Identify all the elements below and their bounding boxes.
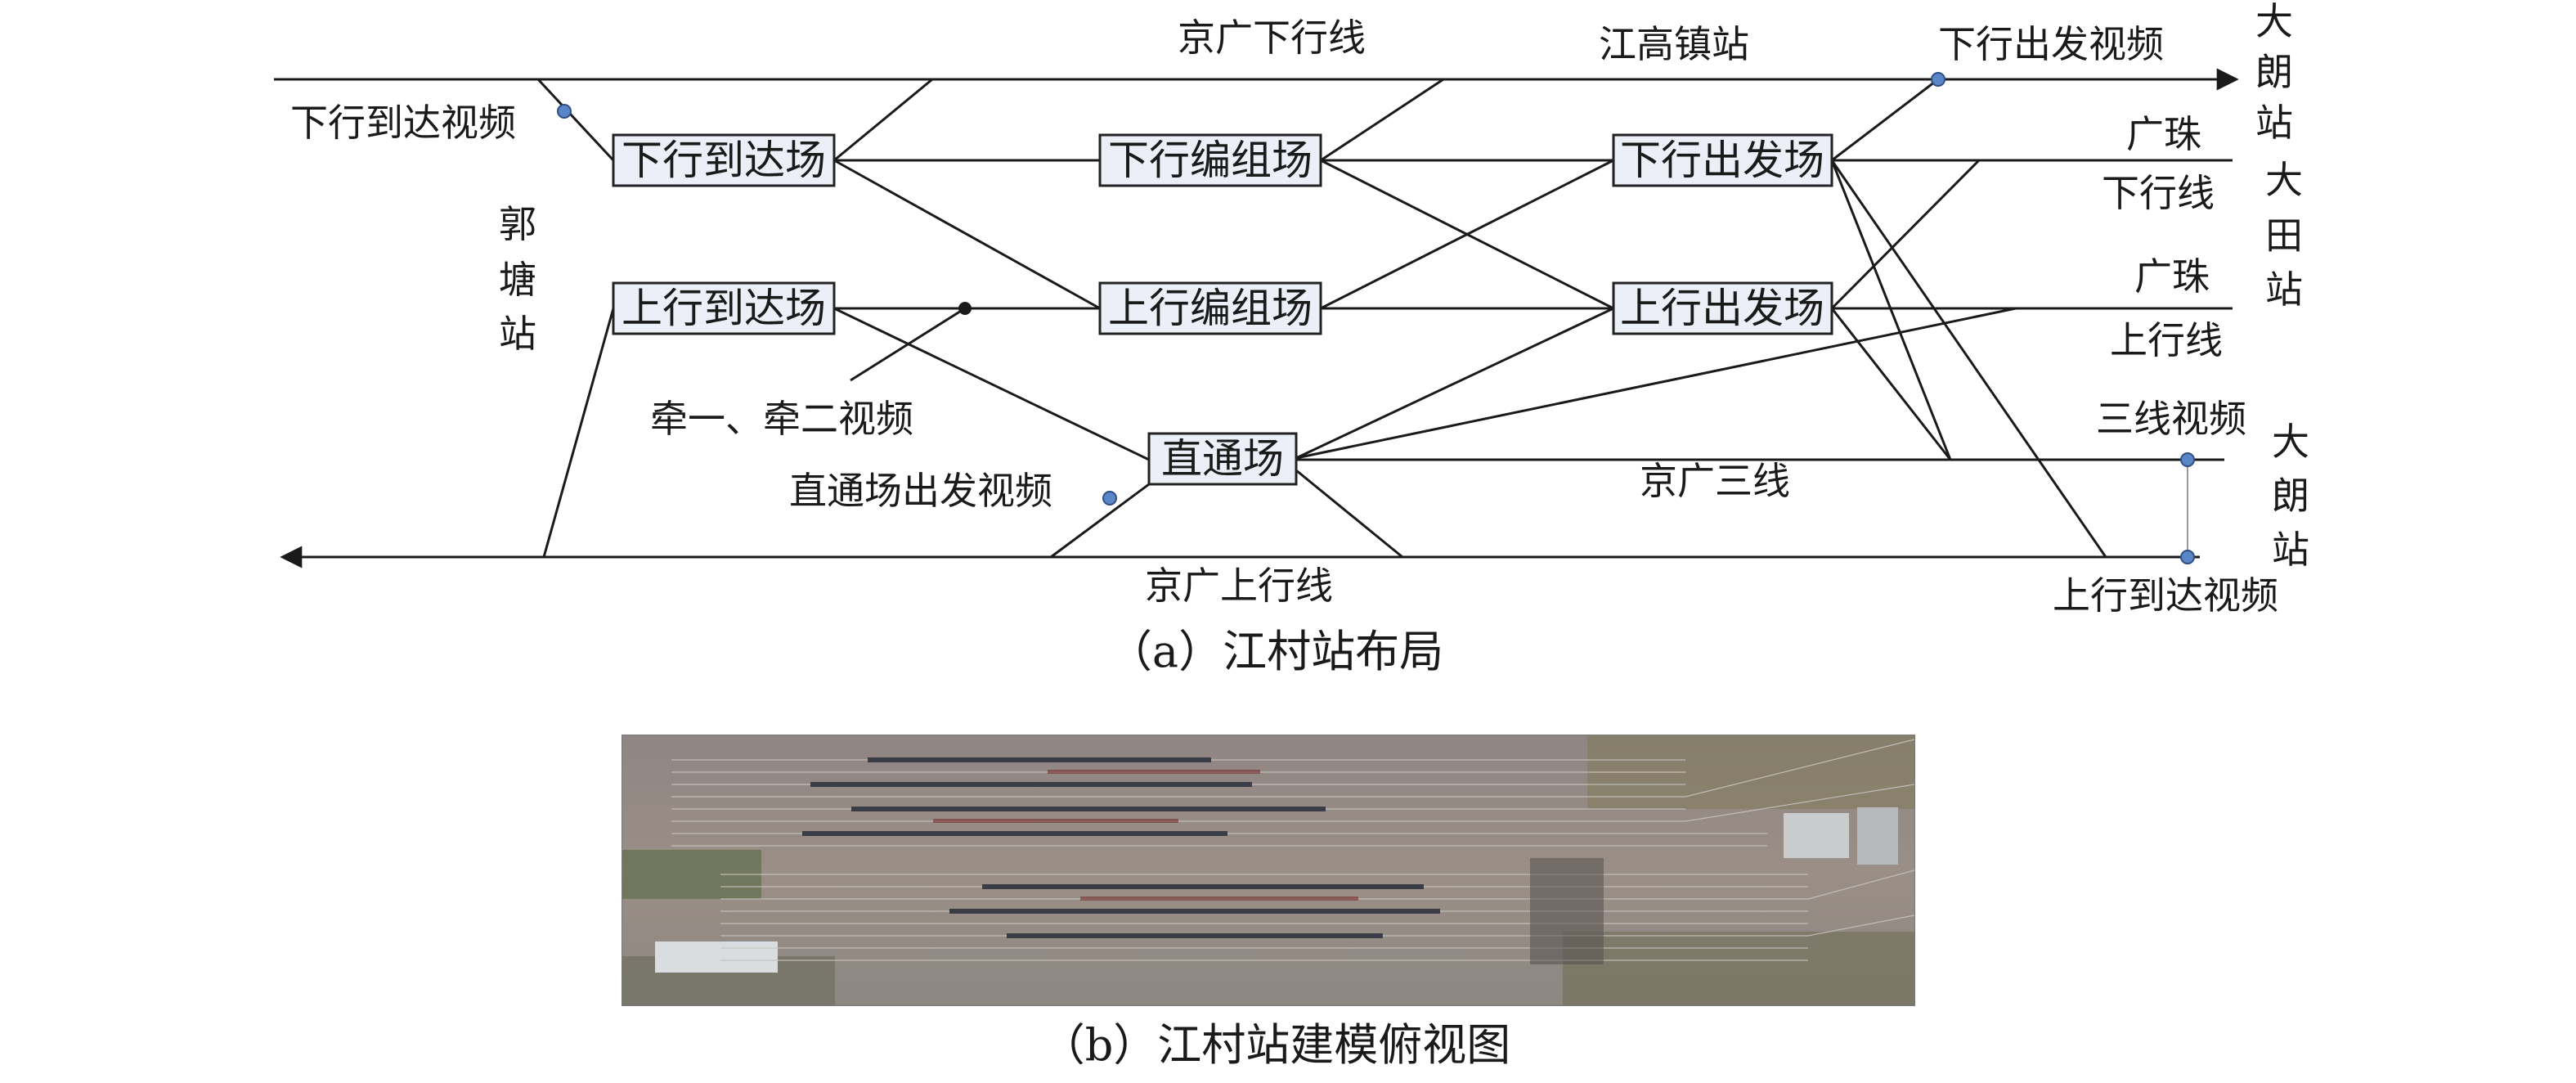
track — [542, 308, 615, 558]
dalang-station-label-top: 大 朗 站 — [2255, 0, 2293, 145]
station-model-top-view-image — [622, 735, 1915, 1006]
track — [833, 159, 1101, 310]
guangzhu-down-label-1: 广珠 — [2126, 112, 2201, 156]
through-departure-video-label: 直通场出发视频 — [789, 469, 1052, 513]
down-arrival-yard: 下行到达场 — [612, 133, 836, 187]
caption-b: （b）江村站建模俯视图 — [1041, 1019, 1511, 1071]
caption-a: （a）江村站布局 — [1108, 626, 1443, 677]
svg-text:田: 田 — [2265, 213, 2303, 258]
track — [850, 307, 966, 382]
svg-text:塘: 塘 — [499, 258, 536, 302]
jingguang-three-label: 京广三线 — [1640, 459, 1790, 503]
jianggaozhen-station-label: 江高镇站 — [1599, 22, 1749, 66]
down-departure-video-label: 下行出发视频 — [1938, 22, 2164, 66]
svg-text:上行到达场: 上行到达场 — [622, 285, 826, 332]
line-labels: 京广下行线 京广上行线 京广三线 广珠 下行线 广珠 上行线 — [1145, 16, 2223, 608]
down-departure-yard: 下行出发场 — [1612, 133, 1833, 187]
track — [1295, 307, 1614, 460]
up-marshalling-yard: 上行编组场 — [1098, 281, 1322, 335]
track — [1050, 483, 1150, 559]
dalang-station-label-bottom: 大 朗 站 — [2272, 420, 2309, 572]
guangzhu-up-label-1: 广珠 — [2134, 254, 2210, 299]
through-departure-video-dot — [1102, 491, 1117, 506]
down-arrival-video-dot — [557, 104, 572, 119]
svg-text:直通场: 直通场 — [1161, 435, 1284, 483]
aerial-view-graphic — [622, 735, 1914, 1005]
track — [1830, 160, 1952, 461]
three-line-video-label: 三线视频 — [2096, 397, 2246, 441]
traction-junction-dot — [958, 302, 972, 315]
svg-text:大: 大 — [2272, 420, 2309, 464]
datian-station-label: 大 田 站 — [2265, 158, 2303, 312]
svg-text:站: 站 — [2255, 101, 2293, 145]
track — [1831, 78, 1939, 162]
svg-text:上行出发场: 上行出发场 — [1620, 285, 1824, 332]
station-labels: 江高镇站 郭 塘 站 大 朗 站 大 田 站 大 朗 站 — [499, 0, 2309, 572]
track — [1830, 308, 1952, 461]
svg-text:大: 大 — [2265, 158, 2303, 202]
up-arrival-video-label: 上行到达视频 — [2053, 573, 2278, 618]
svg-text:上行编组场: 上行编组场 — [1108, 285, 1313, 332]
track — [1830, 160, 2107, 558]
three-line-video-dot — [2180, 452, 2195, 467]
track — [833, 78, 933, 162]
jingguang-up-label: 京广上行线 — [1145, 564, 1333, 608]
main-tracks — [274, 68, 2239, 568]
svg-text:郭: 郭 — [499, 202, 536, 246]
video-labels: 下行到达视频 下行出发视频 牵一、牵二视频 直通场出发视频 三线视频 上行到达视… — [290, 22, 2278, 618]
svg-text:下行到达场: 下行到达场 — [622, 137, 826, 184]
track — [1295, 469, 1403, 559]
down-departure-video-dot — [1931, 72, 1945, 87]
down-arrival-video-label: 下行到达视频 — [290, 101, 516, 145]
track — [1830, 159, 1981, 310]
through-yard: 直通场 — [1147, 432, 1298, 486]
traction-video-label: 牵一、牵二视频 — [650, 397, 913, 441]
svg-text:站: 站 — [499, 312, 536, 356]
jingguang-down-label: 京广下行线 — [1178, 16, 1366, 60]
guangzhu-up-label-2: 上行线 — [2110, 318, 2223, 362]
svg-text:站: 站 — [2272, 528, 2309, 572]
track — [833, 307, 1150, 461]
svg-text:站: 站 — [2265, 267, 2303, 312]
guotang-station-label: 郭 塘 站 — [499, 202, 536, 356]
track — [1295, 307, 2017, 460]
yards: 下行到达场 下行编组场 下行出发场 上行到达场 上行编组场 上行出发场 直通场 — [612, 133, 1833, 486]
track — [1320, 78, 1444, 162]
up-arrival-video-dot — [2180, 550, 2195, 564]
svg-text:朗: 朗 — [2272, 474, 2309, 518]
track — [1320, 159, 1614, 310]
up-arrival-yard: 上行到达场 — [612, 281, 836, 335]
svg-text:下行编组场: 下行编组场 — [1108, 137, 1313, 184]
guangzhu-down-label-2: 下行线 — [2102, 171, 2215, 215]
track — [536, 78, 615, 162]
video-points — [557, 72, 2195, 564]
svg-text:朗: 朗 — [2255, 50, 2293, 94]
down-marshalling-yard: 下行编组场 — [1098, 133, 1322, 187]
up-departure-yard: 上行出发场 — [1612, 281, 1833, 335]
svg-text:大: 大 — [2255, 0, 2293, 43]
svg-text:下行出发场: 下行出发场 — [1620, 137, 1824, 184]
